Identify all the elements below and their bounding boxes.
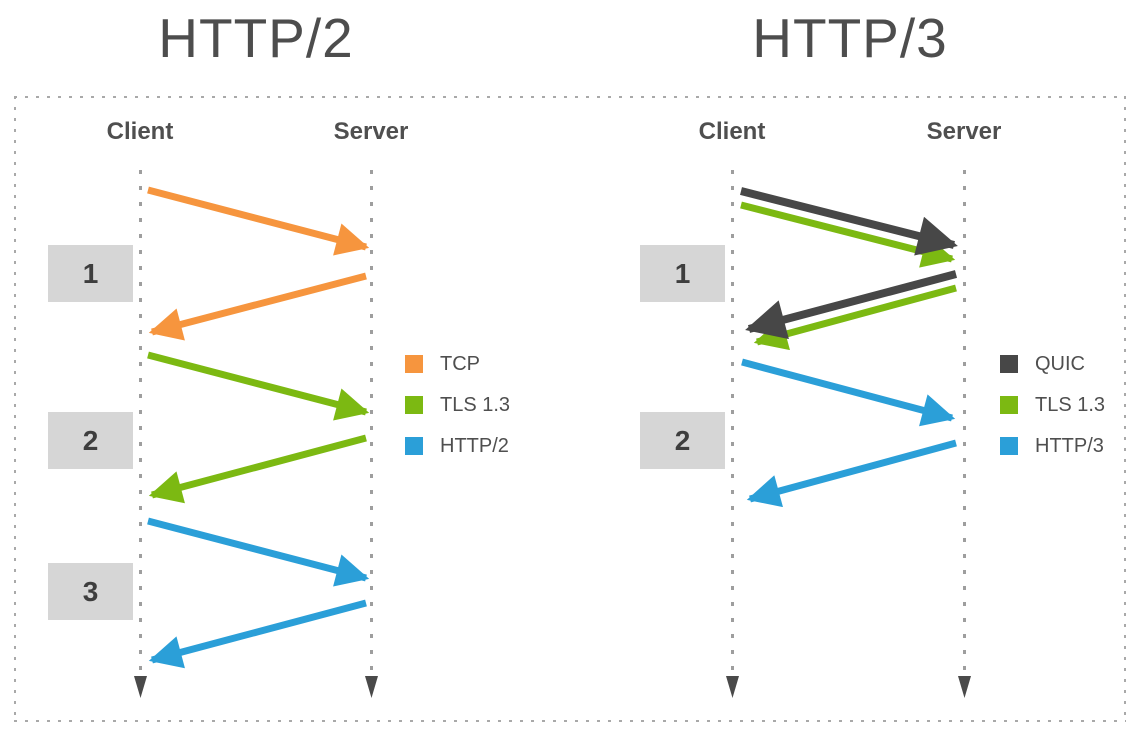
- http3-legend: QUIC TLS 1.3 HTTP/3: [1000, 352, 1106, 457]
- http3-client-label: Client: [698, 118, 766, 145]
- tls13-color-swatch: [405, 396, 423, 414]
- http3-server-lifeline: [963, 170, 966, 672]
- legend-label: TLS 1.3: [440, 393, 511, 416]
- legend-item-tcp: TCP: [405, 352, 510, 375]
- legend-item-quic: QUIC: [1000, 352, 1105, 375]
- http3-server-label: Server: [926, 118, 1002, 145]
- legend-label: HTTP/3: [1035, 434, 1104, 457]
- http2-color-swatch: [405, 437, 423, 455]
- http2-server-label: Server: [333, 118, 409, 145]
- http2-roundtrip-2-badge: 2: [48, 412, 133, 469]
- http3-roundtrip-2-badge: 2: [640, 412, 725, 469]
- tls13-color-swatch: [1000, 396, 1018, 414]
- legend-label: HTTP/2: [440, 434, 509, 457]
- legend-label: TCP: [440, 352, 480, 375]
- http2-server-lifeline: [370, 170, 373, 672]
- http2-roundtrip-1-badge: 1: [48, 245, 133, 302]
- http3-color-swatch: [1000, 437, 1018, 455]
- tcp-color-swatch: [405, 355, 423, 373]
- quic-color-swatch: [1000, 355, 1018, 373]
- http3-client-lifeline: [731, 170, 734, 672]
- http2-roundtrip-3-badge: 3: [48, 563, 133, 620]
- legend-label: TLS 1.3: [1035, 393, 1106, 416]
- http2-legend: TCP TLS 1.3 HTTP/2: [405, 352, 511, 457]
- legend-label: QUIC: [1035, 352, 1085, 375]
- legend-item-tls13: TLS 1.3: [405, 393, 511, 416]
- http3-roundtrip-1-badge: 1: [640, 245, 725, 302]
- http2-client-label: Client: [106, 118, 174, 145]
- legend-item-tls13: TLS 1.3: [1000, 393, 1106, 416]
- http2-title: HTTP/2: [158, 7, 354, 69]
- http3-title: HTTP/3: [752, 7, 948, 69]
- legend-item-http2: HTTP/2: [405, 434, 510, 457]
- legend-item-http3: HTTP/3: [1000, 434, 1105, 457]
- diagram-frame: [14, 96, 1126, 722]
- http2-client-lifeline: [139, 170, 142, 672]
